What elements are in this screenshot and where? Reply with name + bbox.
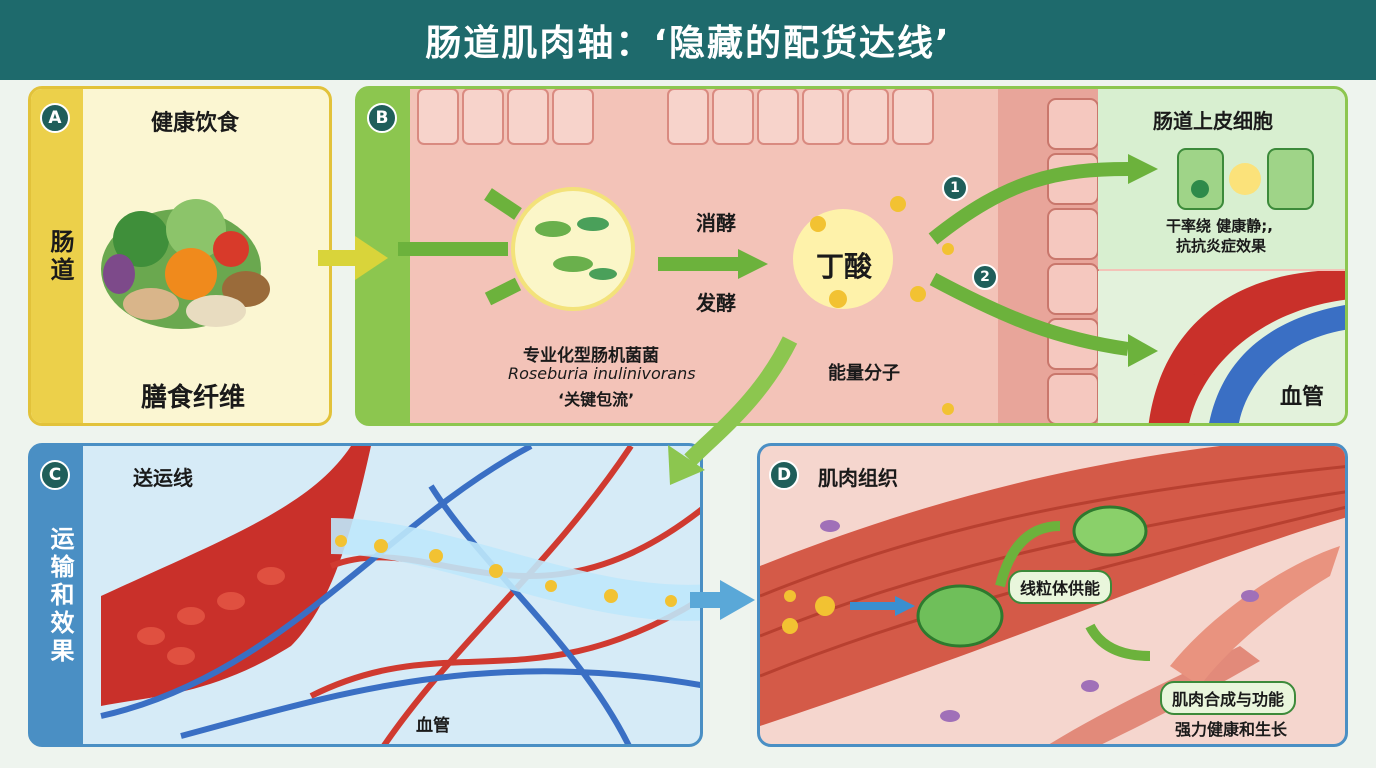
panel-a-badge: A	[40, 103, 70, 133]
bacteria-latin-name: Roseburia inulinivorans	[508, 364, 696, 383]
epithelium-effect-2: 抗抗炎症效果	[1176, 237, 1267, 255]
panel-c-title: 送运线	[133, 466, 193, 490]
panel-a-title: 健康饮食	[151, 111, 240, 136]
panel-d-muscle: D 肌肉组织 线粒体供能 肌肉合成与功能 强力健康和生长	[757, 443, 1348, 747]
step-1-badge: 1	[942, 175, 968, 201]
panel-a-caption: 膳食纤维	[141, 383, 246, 413]
epithelium-effect-1: 干率绕 健康静;,	[1166, 217, 1273, 235]
blood-vessels-illustration	[100, 446, 700, 744]
butyrate-label: 丁酸	[816, 250, 873, 283]
panel-c-side-label: 运输和效果	[46, 526, 74, 666]
epithelium-title: 肠道上皮细胞	[1153, 109, 1273, 133]
bacteria-name: 专业化型肠机菌菌	[523, 346, 659, 366]
fermentation-label-bottom: 发酵	[696, 291, 736, 315]
energy-molecule-label: 能量分子	[828, 363, 900, 384]
header: 肠道肌肉轴：‘隐藏的配货达线’	[0, 0, 1376, 80]
mitochondria-energy-label: 线粒体供能	[1008, 570, 1113, 604]
panel-b-gut: B 消酵 发酵 专业化型肠机菌菌 Roseburia inulinivorans…	[355, 86, 1348, 426]
muscle-synthesis-label: 肌肉合成与功能	[1160, 681, 1297, 715]
panel-b-badge: B	[367, 103, 397, 133]
panel-c-transport: C 运输和效果 送运线 血管	[28, 443, 703, 747]
vegetables-illustration	[101, 199, 270, 329]
panel-c-badge: C	[40, 460, 70, 490]
muscle-growth-label: 强力健康和生长	[1175, 720, 1288, 739]
gut-illustration	[398, 89, 1345, 423]
panel-a-side-strip	[31, 89, 83, 423]
page-title: 肠道肌肉轴：‘隐藏的配货达线’	[425, 23, 951, 64]
blood-vessel-label: 血管	[1280, 385, 1325, 410]
panel-d-title: 肌肉组织	[818, 466, 898, 490]
panel-a-diet: A 肠道 健康饮食 膳食纤维	[28, 86, 332, 426]
panel-c-vessel-label: 血管	[416, 716, 450, 736]
bacteria-role: ‘关键包流’	[558, 390, 635, 409]
arrow-c-to-d	[720, 580, 755, 620]
fermentation-label-top: 消酵	[696, 211, 736, 235]
panel-d-badge: D	[769, 460, 799, 490]
step-2-badge: 2	[972, 264, 998, 290]
panel-a-side-label: 肠道	[46, 229, 74, 285]
